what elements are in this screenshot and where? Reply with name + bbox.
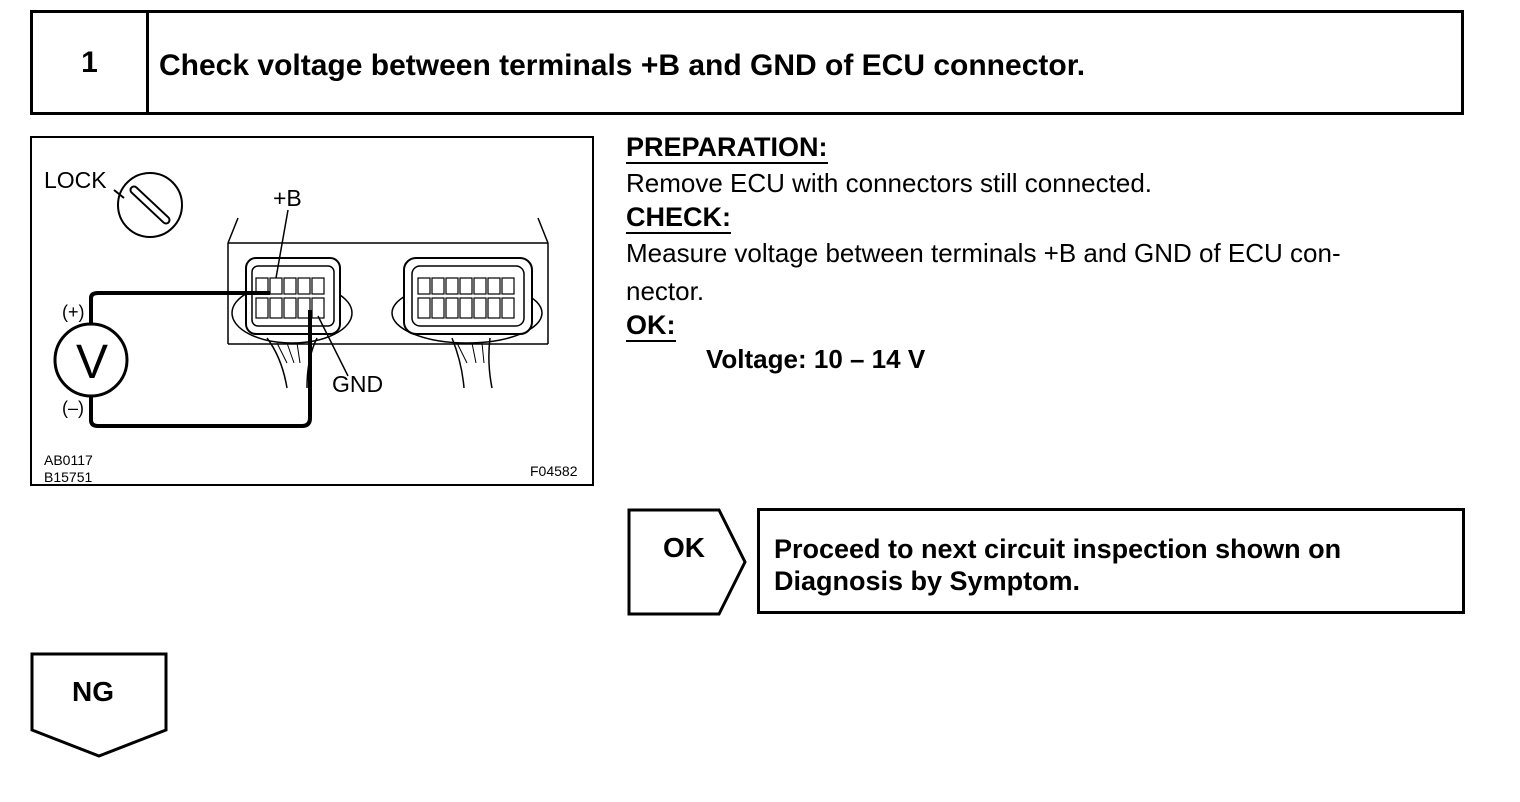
- figure-code-2: B15751: [44, 469, 92, 484]
- voltmeter-label: V: [76, 336, 108, 389]
- check-text-line-1: Measure voltage between terminals +B and…: [626, 238, 1341, 268]
- ok-action-line-1: Proceed to next circuit inspection shown…: [774, 534, 1342, 564]
- ok-label: OK: [663, 532, 705, 563]
- negative-lead-label: (–): [62, 398, 84, 418]
- ignition-lock-icon: [113, 172, 183, 238]
- figure-code-3: F04582: [530, 463, 578, 479]
- step-title: Check voltage between terminals +B and G…: [159, 49, 1086, 82]
- ok-action-box: Proceed to next circuit inspection shown…: [757, 508, 1465, 614]
- negative-test-lead: [89, 310, 312, 428]
- ok-action-text: Proceed to next circuit inspection shown…: [774, 533, 1454, 597]
- ecu-body: [227, 217, 549, 345]
- preparation-text: Remove ECU with connectors still connect…: [626, 168, 1153, 198]
- ok-arrow-icon: [627, 508, 747, 616]
- step-number: 1: [33, 13, 149, 112]
- check-text-line-2: nector.: [626, 276, 705, 306]
- ok-action-line-2: Diagnosis by Symptom.: [774, 566, 1081, 596]
- positive-test-lead: [89, 291, 270, 324]
- wiring-diagram: LOCK: [44, 167, 578, 484]
- positive-lead-label: (+): [62, 302, 85, 322]
- lock-label: LOCK: [44, 167, 107, 193]
- ok-heading: OK:: [626, 310, 676, 342]
- gnd-label: GND: [332, 371, 383, 397]
- check-heading: CHECK:: [626, 202, 731, 234]
- ng-arrow-icon: [30, 652, 168, 758]
- wiring-figure: LOCK: [30, 136, 594, 486]
- plus-b-label: +B: [273, 185, 302, 211]
- step-header: 1 Check voltage between terminals +B and…: [30, 10, 1464, 115]
- figure-code-1: AB0117: [44, 452, 93, 468]
- ok-spec: Voltage: 10 – 14 V: [706, 344, 926, 374]
- ecu-connector-left: [231, 257, 353, 389]
- preparation-heading: PREPARATION:: [626, 132, 828, 164]
- ecu-connector-right: [391, 257, 543, 389]
- procedure-text: PREPARATION: Remove ECU with connectors …: [626, 132, 1476, 375]
- ng-label: NG: [72, 676, 114, 707]
